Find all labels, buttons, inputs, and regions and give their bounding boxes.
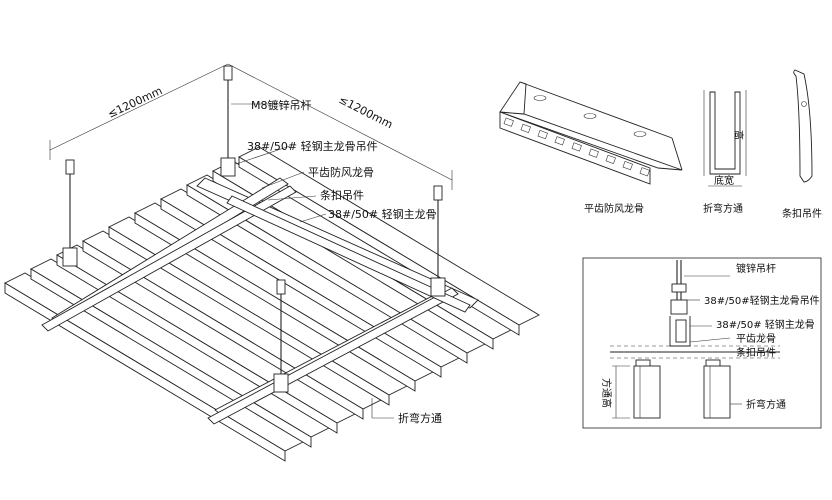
isometric-assembly: ≤1200mm ≤1200mm M8镀锌吊杆 38#/50# 轻钢主龙骨吊件 平… <box>4 63 540 462</box>
clip-part <box>793 69 813 183</box>
label-wind-keel: 平齿防风龙骨 <box>308 165 374 179</box>
label-rod: M8镀锌吊杆 <box>251 98 312 112</box>
wind-keel-strips <box>41 185 471 425</box>
tube-width-label: 底宽 <box>714 174 734 187</box>
section-label-rod: 镀锌吊杆 <box>736 262 776 275</box>
keel-slot <box>633 131 647 137</box>
parts-views: 高 底宽 平齿防风龙骨 折弯方通 条扣吊件 <box>499 69 822 220</box>
dimension-label-left: ≤1200mm <box>106 84 165 121</box>
part-label-clip: 条扣吊件 <box>782 207 822 220</box>
keel-tooth <box>503 117 514 127</box>
section-label-clip: 条扣吊件 <box>736 346 776 359</box>
section-label-main-keel: 38#/50# 轻钢主龙骨 <box>716 318 815 331</box>
section-label-tube: 折弯方通 <box>746 398 786 411</box>
part-label-wind-keel: 平齿防风龙骨 <box>584 202 644 215</box>
section-detail: 方通高 镀锌吊杆 38#/50#轻钢主龙骨吊件 38#/50# 轻钢主龙骨 平齿… <box>582 257 822 429</box>
section-label-hanger: 38#/50#轻钢主龙骨吊件 <box>704 294 820 307</box>
part-label-tube: 折弯方通 <box>703 202 743 215</box>
keel-tooth <box>588 148 599 158</box>
hanging-rods <box>65 65 443 378</box>
keel-slot <box>533 95 547 101</box>
label-clip: 条扣吊件 <box>320 188 364 202</box>
keel-tooth <box>520 123 531 133</box>
section-frame <box>582 257 822 429</box>
tube-height-label: 高 <box>732 130 745 140</box>
label-main-keel: 38#/50# 轻钢主龙骨 <box>328 207 437 221</box>
section-height-label: 方通高 <box>600 378 613 408</box>
dimension-label-right: ≤1200mm <box>337 93 395 131</box>
keel-slot <box>583 113 597 119</box>
keel-tooth <box>537 130 548 140</box>
label-tube: 折弯方通 <box>398 411 442 425</box>
dimension-lines <box>49 63 453 190</box>
label-hanger: 38#/50# 轻钢主龙骨吊件 <box>247 139 378 153</box>
keel-tooth <box>639 167 650 177</box>
leader-lines <box>231 103 394 419</box>
keel-tooth <box>605 154 616 164</box>
hanger-brackets <box>62 157 446 393</box>
tube-section-part: 高 底宽 <box>703 90 747 187</box>
wind-keel-part <box>499 81 683 185</box>
keel-tooth <box>554 136 565 146</box>
section-label-wind-keel: 平齿龙骨 <box>736 332 776 345</box>
keel-tooth <box>622 161 633 171</box>
keel-tooth <box>571 142 582 152</box>
